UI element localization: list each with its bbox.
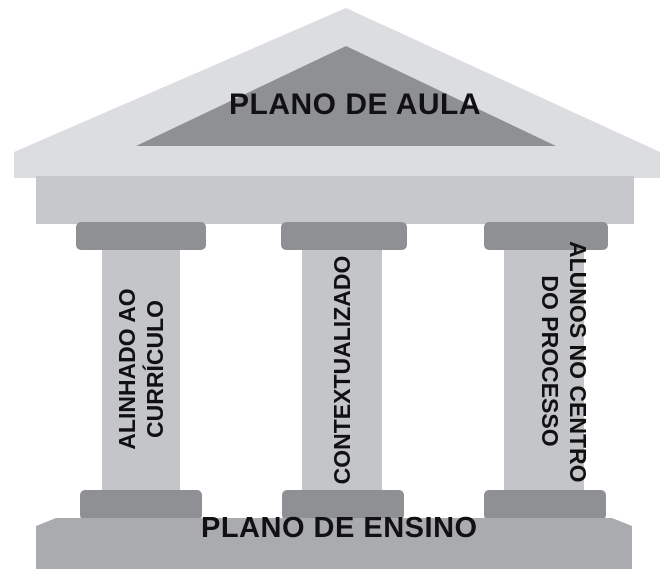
column-base-left [80,490,202,520]
roof-inner [136,46,556,146]
column-label-center-line1: CONTEXTUALIZADO [329,255,355,485]
column-base-center [282,490,404,520]
column-label-right-line1: ALUNOS NO CENTRO [565,241,591,483]
entablature [36,176,634,224]
base-label: PLANO DE ENSINO [201,512,478,544]
column-label-right-line2: DO PROCESSO [537,275,563,447]
shaft-left [102,250,180,492]
shaft-center [302,250,382,492]
shaft-right [504,250,584,492]
column-label-left: ALINHADO AO CURRÍCULO [113,269,169,469]
roof-label: PLANO DE AULA [229,88,482,121]
column-label-left-line2: CURRÍCULO [142,300,168,438]
column-label-right: ALUNOS NO CENTRO DO PROCESSO [536,241,592,483]
column-base-right [484,490,606,520]
capital-left [76,222,206,250]
column-label-left-line1: ALINHADO AO [114,288,140,450]
capital-center [281,222,407,250]
capital-right [484,222,608,250]
column-label-center: CONTEXTUALIZADO [328,250,356,490]
temple-base [36,518,632,569]
